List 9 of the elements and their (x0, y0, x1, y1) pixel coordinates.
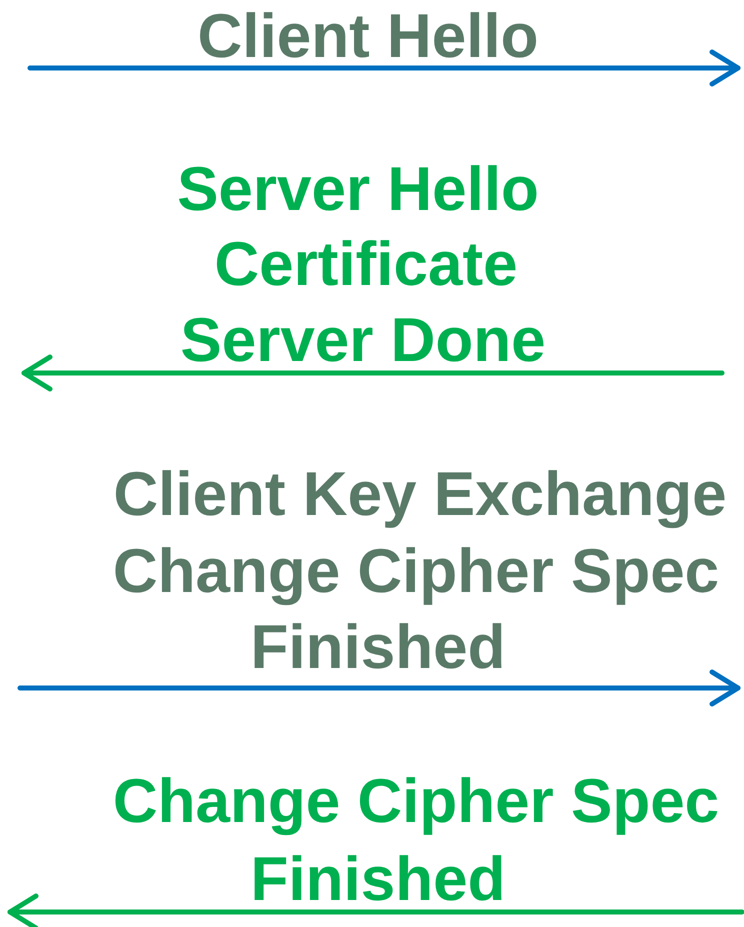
message-label: Finished (250, 613, 506, 683)
message-label: Change Cipher Spec (112, 767, 720, 837)
message-label: Server Hello (177, 155, 539, 225)
message-label: Certificate (214, 230, 518, 300)
message-label: Client Hello (197, 2, 539, 72)
message-label: Finished (250, 845, 506, 915)
message-label: Client Key Exchange (113, 460, 727, 530)
message-label: Server Done (180, 306, 546, 376)
message-label: Change Cipher Spec (112, 537, 720, 607)
